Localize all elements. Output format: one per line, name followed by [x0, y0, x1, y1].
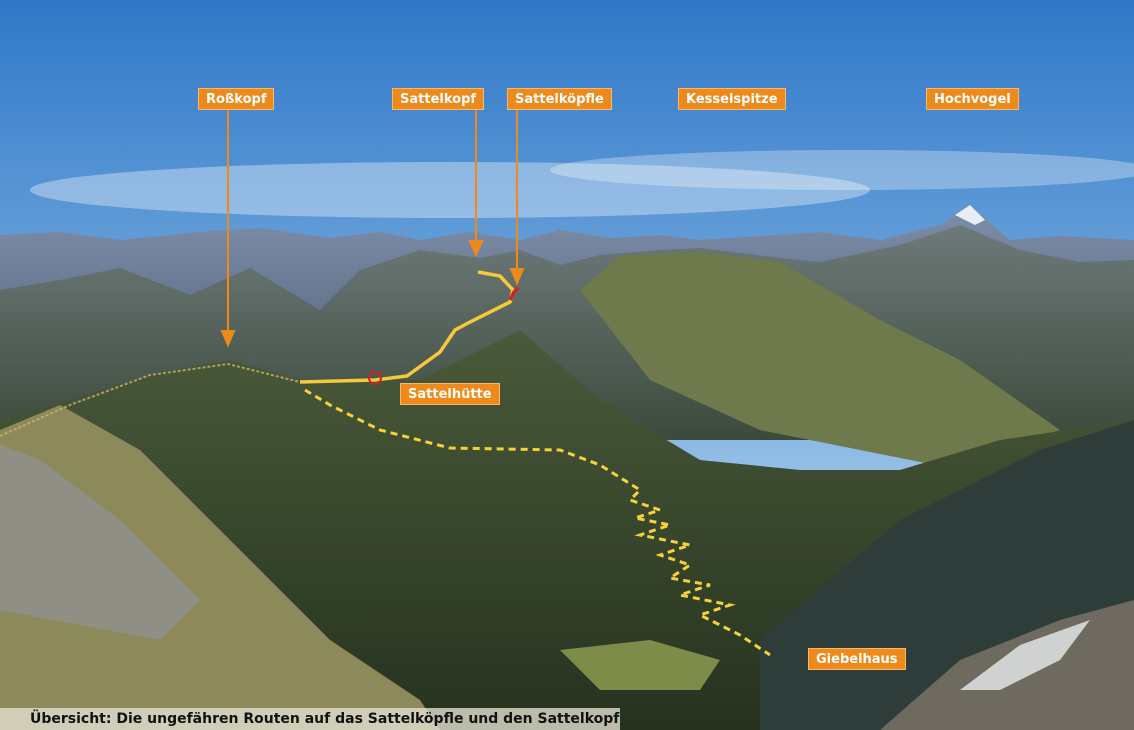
sattelkoepfle-arrow-icon: [509, 268, 525, 286]
far-snow-peak: [955, 205, 985, 225]
label-rosskopf: Roßkopf: [198, 88, 275, 110]
label-sattelkoepfle: Sattelköpfle: [507, 88, 612, 110]
kessel-ridge: [580, 252, 1060, 470]
label-hochvogel: Hochvogel: [926, 88, 1019, 110]
label-sattelhuette: Sattelhütte: [400, 383, 500, 405]
label-giebelhaus: Giebelhaus: [808, 648, 906, 670]
caption: Übersicht: Die ungefähren Routen auf das…: [0, 708, 620, 730]
valley-meadow: [560, 640, 720, 690]
route-faint-left: [0, 362, 301, 437]
route-dotted-giebelhaus: [304, 388, 771, 657]
rosskopf-arrow-icon: [220, 330, 236, 348]
left-ridge: [0, 405, 440, 730]
route-solid-sattelkoepfle: [299, 270, 515, 384]
sattelhuette-marker: [368, 371, 382, 385]
label-kesselspitze: Kesselspitze: [678, 88, 786, 110]
label-sattelkopf: Sattelkopf: [392, 88, 485, 110]
route-summit-red: [508, 286, 520, 301]
sattelkopf-arrow-icon: [468, 240, 484, 258]
left-rock-face: [0, 445, 200, 640]
